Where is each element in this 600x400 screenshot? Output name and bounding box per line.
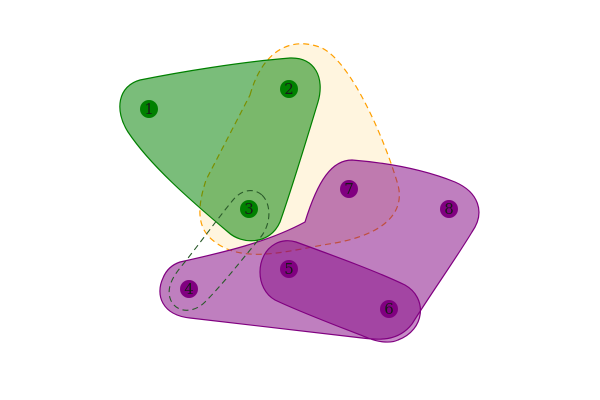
node-4-marker [180,280,198,298]
node-7-label: 7 [344,180,354,198]
node-5-marker [280,260,298,278]
node-4: 4 [180,280,198,298]
node-1-marker [140,100,158,118]
node-1: 1 [140,100,158,118]
node-7-marker [340,180,358,198]
node-6-label: 6 [384,300,394,318]
node-6: 6 [380,300,398,318]
hyperedge-1-2-3 [119,57,321,242]
node-2-marker [280,80,298,98]
node-8-marker [440,200,458,218]
node-6-marker [380,300,398,318]
node-3: 3 [240,200,258,218]
node-4-label: 4 [184,280,194,298]
node-8: 8 [440,200,458,218]
node-1-label: 1 [144,100,154,118]
node-5: 5 [280,260,298,278]
hyperedge-3-4 [168,190,270,311]
node-3-label: 3 [244,200,254,218]
node-5-label: 5 [284,260,294,278]
node-2: 2 [280,80,298,98]
node-3-marker [240,200,258,218]
hyperedge-5-6 [259,240,421,343]
hyperedge-4-5-6-7-8 [159,159,480,340]
node-8-label: 8 [444,200,454,218]
node-2-label: 2 [284,80,294,98]
node-7: 7 [340,180,358,198]
